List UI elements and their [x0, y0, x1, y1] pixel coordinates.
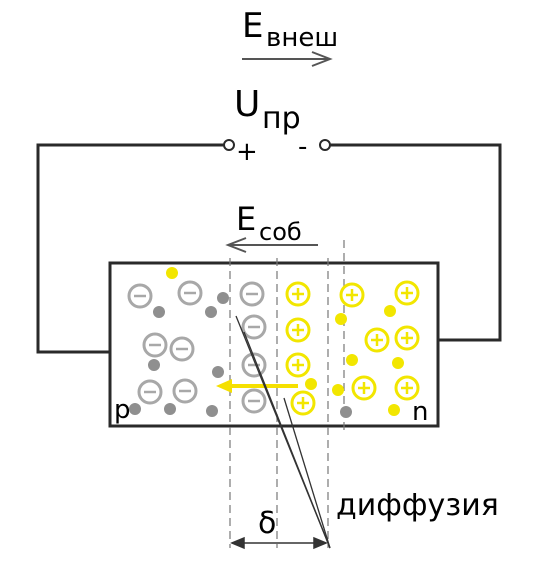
- diffusion-leader-lines: [235, 315, 331, 549]
- diffusion-label: диффузия: [336, 488, 499, 523]
- positive-ion-icon: [290, 390, 316, 416]
- external-field-label: E внеш: [242, 6, 338, 67]
- hole-carrier-icon: [153, 306, 165, 318]
- positive-ion-icon: [285, 317, 311, 343]
- terminal-right-icon: [319, 139, 331, 151]
- positive-ion-icon: [394, 375, 420, 401]
- electron-carrier-icon: [335, 313, 347, 325]
- negative-ion-icon: [137, 379, 163, 405]
- hole-carrier-icon: [205, 306, 217, 318]
- negative-ion-icon: [241, 314, 267, 340]
- depletion-width-dimension: [230, 536, 328, 550]
- hole-carrier-icon: [148, 359, 160, 371]
- e-own-subscript: соб: [259, 218, 302, 246]
- positive-ion-icon: [285, 281, 311, 307]
- hole-carrier-icon: [206, 405, 218, 417]
- positive-ion-icon: [394, 280, 420, 306]
- p-region-label: p: [114, 395, 131, 425]
- n-region-positive-ions: [285, 280, 420, 416]
- electron-carrier-icon: [166, 267, 178, 279]
- electron-carrier-icon: [384, 305, 396, 317]
- forward-voltage-label: U пр: [234, 84, 301, 136]
- e-own-letter: E: [236, 200, 256, 238]
- hole-carrier-icon: [129, 403, 141, 415]
- u-letter: U: [234, 84, 260, 125]
- electron-carrier-icon: [346, 354, 358, 366]
- negative-ion-icon: [142, 332, 168, 358]
- positive-ion-icon: [339, 282, 365, 308]
- e-ext-subscript: внеш: [266, 23, 338, 53]
- terminal-left-icon: [223, 139, 235, 151]
- junction-field-arrow-icon: [216, 379, 298, 393]
- positive-ion-icon: [394, 325, 420, 351]
- p-region-negative-ions: [127, 280, 267, 414]
- e-ext-letter: E: [242, 6, 263, 46]
- p-region-carriers: [129, 267, 229, 417]
- hole-carrier-icon: [164, 403, 176, 415]
- negative-ion-icon: [169, 336, 195, 362]
- internal-field-arrow-icon: [225, 237, 318, 253]
- hole-carrier-icon: [217, 292, 229, 304]
- electron-carrier-icon: [332, 384, 344, 396]
- negative-ion-icon: [127, 283, 153, 309]
- hole-carrier-icon: [212, 366, 224, 378]
- depletion-boundaries: [229, 240, 345, 548]
- positive-ion-icon: [364, 327, 390, 353]
- hole-carrier-icon: [340, 406, 352, 418]
- electron-carrier-icon: [388, 404, 400, 416]
- positive-ion-icon: [285, 352, 311, 378]
- n-region-carriers: [305, 305, 404, 418]
- delta-label: δ: [258, 506, 276, 541]
- electron-carrier-icon: [305, 378, 317, 390]
- positive-ion-icon: [351, 375, 377, 401]
- plus-terminal-sign: +: [236, 137, 258, 167]
- negative-ion-icon: [241, 388, 267, 414]
- negative-ion-icon: [239, 281, 265, 307]
- negative-ion-icon: [172, 378, 198, 404]
- n-region-label: n: [412, 397, 428, 427]
- external-field-arrow-icon: [242, 51, 333, 67]
- minus-terminal-sign: -: [298, 132, 307, 162]
- electron-carrier-icon: [392, 357, 404, 369]
- negative-ion-icon: [177, 280, 203, 306]
- u-subscript: пр: [262, 101, 301, 136]
- circuit-wire: [36, 143, 502, 354]
- internal-field-label: E соб: [225, 200, 318, 253]
